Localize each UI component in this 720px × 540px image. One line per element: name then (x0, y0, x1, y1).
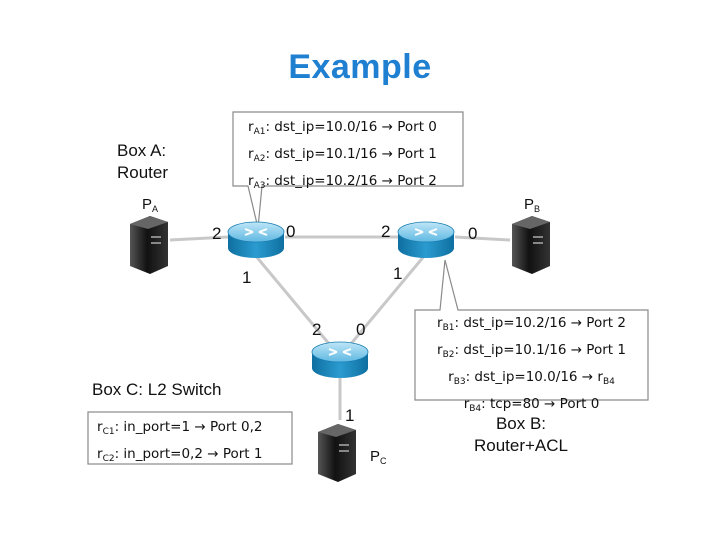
port-a-1: 1 (242, 268, 252, 287)
port-a-0: 0 (286, 222, 296, 241)
box-b-rules: rB1: dst_ip=10.2/16 → Port 2 rB2: dst_ip… (415, 312, 648, 420)
link-pa-a (169, 235, 229, 242)
box-b-callout (414, 259, 649, 401)
rule-b3: rB3: dst_ip=10.0/16 → rB4 (448, 369, 615, 387)
box-c-rules: rC1: in_port=1 → Port 0,2 rC2: in_port=0… (97, 416, 262, 470)
router-b-icon (397, 221, 455, 258)
server-pa-icon (130, 216, 168, 274)
box-b-label: Box B: Router+ACL (470, 413, 572, 457)
rule-a3: rA3: dst_ip=10.2/16 → Port 2 (248, 173, 437, 191)
rule-c1: rC1: in_port=1 → Port 0,2 (97, 419, 263, 437)
link-b-pb (454, 235, 511, 242)
box-a-callout (232, 111, 464, 229)
rule-b1: rB1: dst_ip=10.2/16 → Port 2 (437, 315, 626, 333)
rule-c2: rC2: in_port=0,2 → Port 1 (97, 446, 263, 464)
box-a-label-line2: Router (117, 163, 169, 182)
rule-b4: rB4: tcp=80 → Port 0 (463, 396, 600, 414)
links (169, 235, 511, 420)
link-b-c (348, 254, 427, 346)
port-c-1: 1 (345, 406, 355, 425)
rule-a2: rA2: dst_ip=10.1/16 → Port 1 (248, 146, 437, 164)
page-title: Example (288, 48, 432, 86)
host-pc-label: PC (370, 448, 387, 466)
switch-c-icon (311, 341, 369, 378)
port-c-2: 2 (312, 320, 322, 339)
port-a-2: 2 (212, 224, 222, 243)
host-pb-label: PB (524, 196, 541, 214)
box-b-label-line1: Box B: (495, 414, 547, 433)
port-b-2: 2 (381, 222, 391, 241)
box-a-label: Box A: Router (117, 140, 168, 184)
box-c-rules-box (87, 411, 293, 465)
box-c-label: Box C: L2 Switch (92, 380, 222, 399)
server-pc-icon (318, 424, 356, 482)
box-a-label-line1: Box A: (117, 141, 167, 160)
port-c-0: 0 (356, 320, 366, 339)
router-a-icon (227, 221, 285, 258)
rule-a1: rA1: dst_ip=10.0/16 → Port 0 (248, 119, 437, 137)
box-b-label-line2: Router+ACL (473, 436, 569, 455)
box-a-rules: rA1: dst_ip=10.0/16 → Port 0 rA2: dst_ip… (248, 116, 437, 197)
host-pa-label: PA (142, 196, 159, 214)
port-b-1: 1 (393, 264, 403, 283)
rule-b2: rB2: dst_ip=10.1/16 → Port 1 (437, 342, 626, 360)
link-a-c (253, 254, 332, 346)
server-pb-icon (512, 216, 550, 274)
port-b-0: 0 (468, 224, 478, 243)
